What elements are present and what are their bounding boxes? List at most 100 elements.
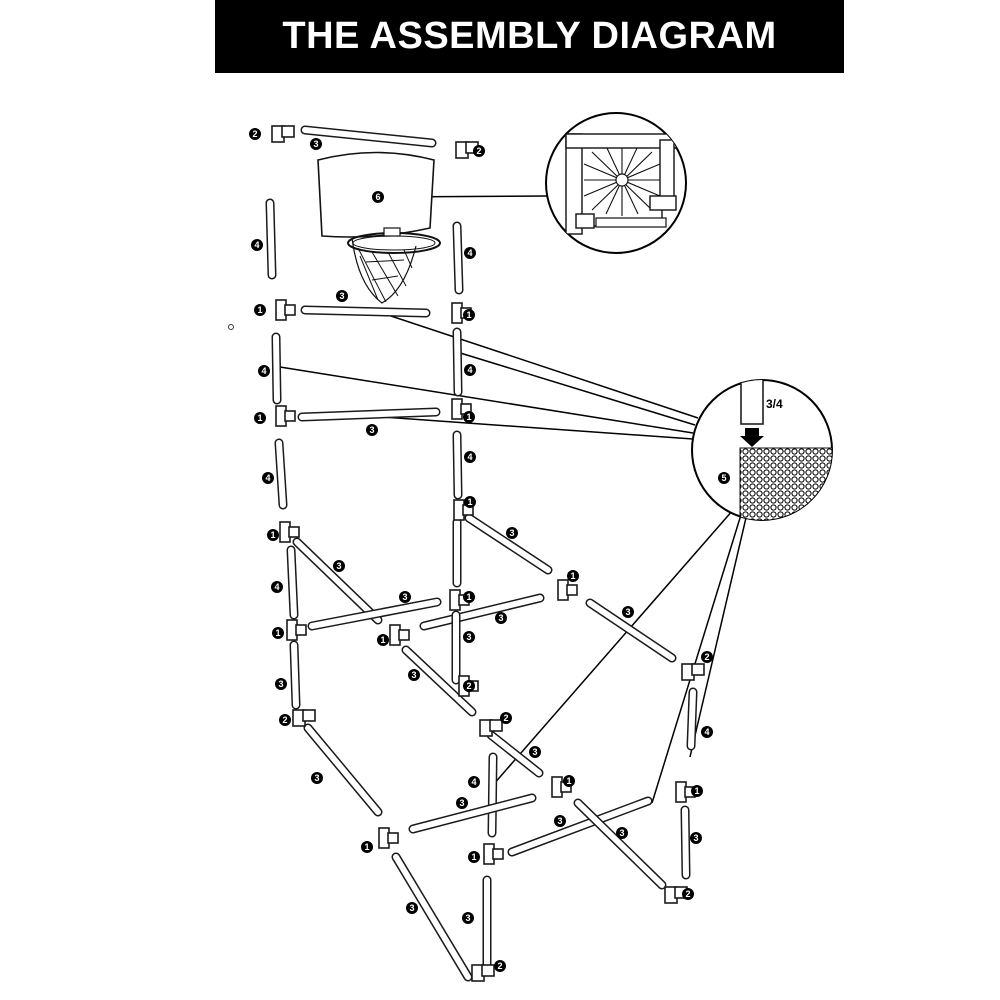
part-number: 1 — [257, 413, 262, 423]
part-elbow-badge: 2 — [279, 714, 291, 726]
part-elbow-badge: 2 — [249, 128, 261, 140]
part-pipe_long-badge: 3 — [616, 827, 628, 839]
part-pipe_long-badge: 3 — [399, 591, 411, 603]
part-pipe_short-badge: 4 — [464, 451, 476, 463]
part-number: 6 — [375, 192, 380, 202]
elbow-fitting — [271, 125, 295, 143]
pipe-fill — [466, 515, 551, 573]
part-pipe_long-badge: 3 — [275, 678, 287, 690]
pipe-fill — [276, 440, 286, 508]
part-tee-badge: 1 — [377, 634, 389, 646]
pipe-fill — [488, 732, 542, 776]
pipe-fill — [688, 689, 696, 749]
part-pipe_long-badge: 3 — [333, 560, 345, 572]
part-number: 3 — [509, 528, 514, 538]
part-number: 3 — [619, 828, 624, 838]
pipe-fill — [288, 547, 297, 618]
pipe-fill — [509, 798, 651, 855]
part-number: 4 — [265, 473, 270, 483]
pipe-fill — [489, 754, 496, 836]
leader-line — [651, 504, 745, 804]
part-number: 2 — [685, 889, 690, 899]
part-pipe_long-badge: 3 — [463, 631, 475, 643]
part-pipe_long-badge: 3 — [366, 424, 378, 436]
pipe-fill — [305, 725, 381, 815]
part-pipe_short-badge: 4 — [464, 364, 476, 376]
part-pipe_long-badge: 3 — [311, 772, 323, 784]
pipe-fill — [454, 223, 462, 293]
tee-fitting — [483, 843, 504, 865]
part-number: 2 — [704, 652, 709, 662]
pipe-fill — [302, 127, 435, 146]
part-number: 2 — [503, 713, 508, 723]
part-number: 3 — [466, 632, 471, 642]
part-tee-badge: 1 — [464, 496, 476, 508]
part-tee-badge: 1 — [563, 775, 575, 787]
part-pipe_long-badge: 3 — [506, 527, 518, 539]
pipe-fill — [575, 800, 665, 888]
part-pipe_long-badge: 3 — [495, 612, 507, 624]
part-tee-badge: 1 — [567, 570, 579, 582]
part-number: 1 — [467, 497, 472, 507]
part-number: 3 — [339, 291, 344, 301]
leader-line — [375, 310, 699, 419]
tee-fitting — [275, 299, 296, 321]
part-tee-badge: 1 — [691, 785, 703, 797]
pipe-fill — [267, 200, 275, 278]
part-pipe_short-badge: 4 — [251, 239, 263, 251]
pipe-fill — [421, 595, 543, 629]
part-number: 2 — [466, 681, 471, 691]
pipe-fill — [302, 307, 429, 316]
part-number: 1 — [270, 530, 275, 540]
part-number: 3 — [314, 773, 319, 783]
part-elbow-badge: 2 — [701, 651, 713, 663]
part-number: 4 — [704, 727, 709, 737]
part-tee-badge: 1 — [463, 411, 475, 423]
part-tee-badge: 1 — [272, 627, 284, 639]
pipe-fill — [454, 432, 461, 498]
part-elbow-badge: 2 — [500, 712, 512, 724]
part-elbow-badge: 2 — [463, 680, 475, 692]
part-number: 4 — [467, 248, 472, 258]
part-number: 1 — [380, 635, 385, 645]
elbow-fitting — [664, 886, 688, 904]
leader-line — [279, 366, 694, 434]
net-detail: 3/4 — [691, 379, 833, 521]
part-pipe_long-badge: 3 — [336, 290, 348, 302]
part-number: 2 — [497, 961, 502, 971]
part-pipe_long-badge: 3 — [554, 815, 566, 827]
part-pipe_short-badge: 4 — [701, 726, 713, 738]
part-pipe_short-badge: 4 — [464, 247, 476, 259]
elbow-fitting — [681, 663, 705, 681]
part-number: 1 — [364, 842, 369, 852]
part-number: 3 — [498, 613, 503, 623]
pipe-fill — [294, 539, 381, 623]
backboard — [317, 151, 441, 304]
part-number: 2 — [282, 715, 287, 725]
net-number: 5 — [721, 473, 726, 483]
part-pipe_short-badge: 4 — [258, 365, 270, 377]
part-pipe_long-badge: 3 — [462, 912, 474, 924]
part-tee-badge: 1 — [463, 591, 475, 603]
tee-fitting — [389, 624, 410, 646]
part-number: 3 — [625, 607, 630, 617]
part-number: 3 — [278, 679, 283, 689]
part-number: 2 — [476, 146, 481, 156]
part-number: 4 — [254, 240, 259, 250]
part-number: 4 — [471, 777, 476, 787]
elbow-fitting — [479, 719, 503, 737]
part-number: 3 — [465, 913, 470, 923]
end-cap — [228, 324, 234, 330]
part-tee-badge: 1 — [254, 304, 266, 316]
pipe-fill — [291, 642, 299, 708]
part-elbow-badge: 2 — [494, 960, 506, 972]
part-tee-badge: 1 — [468, 851, 480, 863]
part-number: 1 — [466, 592, 471, 602]
pipe-fill — [309, 599, 440, 629]
pipe-fill — [587, 600, 675, 661]
part-pipe_long-badge: 3 — [310, 138, 322, 150]
part-number: 3 — [336, 561, 341, 571]
part-number: 3 — [532, 747, 537, 757]
pipes — [265, 125, 698, 982]
